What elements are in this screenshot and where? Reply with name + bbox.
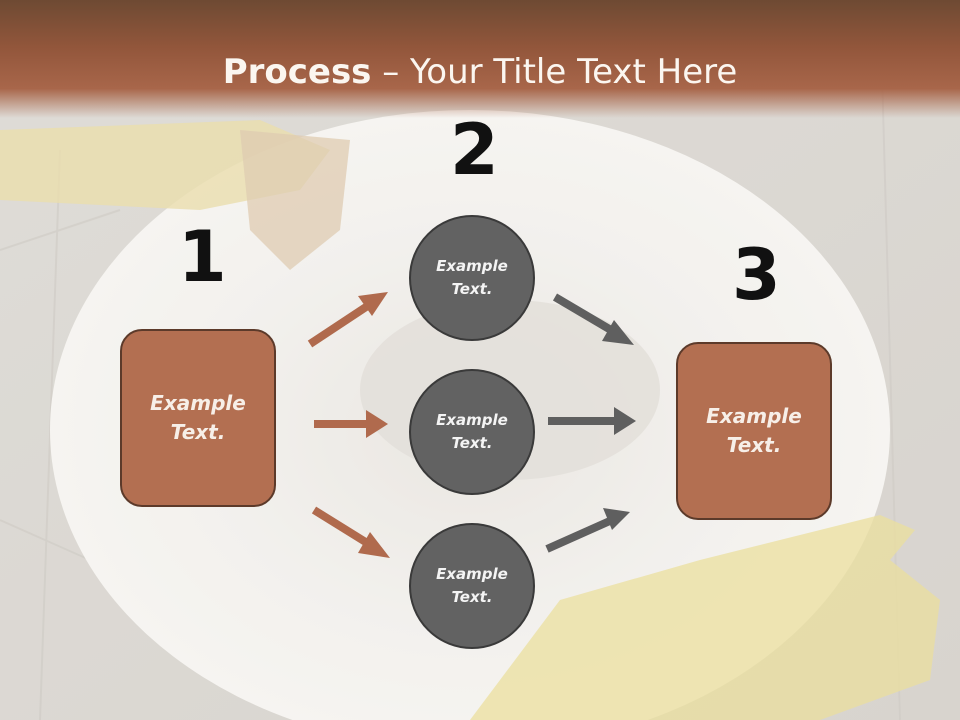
arrow-right-middle <box>548 407 636 435</box>
arrow-right-down <box>552 293 634 345</box>
circle-top-text: Example Text. <box>436 257 508 298</box>
title-bold: Process <box>222 52 372 92</box>
right-box-text: Example Text. <box>706 404 802 457</box>
left-box-text: Example Text. <box>150 391 246 444</box>
arrow-left-middle <box>314 410 388 438</box>
right-process-box: Example Text. <box>676 342 832 520</box>
circle-bottom: Example Text. <box>409 523 535 649</box>
arrow-left-up <box>307 292 388 348</box>
step-number-1: 1 <box>178 216 227 298</box>
circle-middle: Example Text. <box>409 369 535 495</box>
arrow-left-down <box>311 506 390 558</box>
left-process-box: Example Text. <box>120 329 276 507</box>
title-rest: – Your Title Text Here <box>371 52 738 92</box>
step-number-3: 3 <box>732 234 781 316</box>
slide-title: Process – Your Title Text Here <box>0 52 960 92</box>
arrow-right-up <box>545 508 630 553</box>
title-bar <box>0 0 960 118</box>
step-number-2: 2 <box>450 109 499 191</box>
circle-top: Example Text. <box>409 215 535 341</box>
circle-bottom-text: Example Text. <box>436 565 508 606</box>
circle-middle-text: Example Text. <box>436 411 508 452</box>
